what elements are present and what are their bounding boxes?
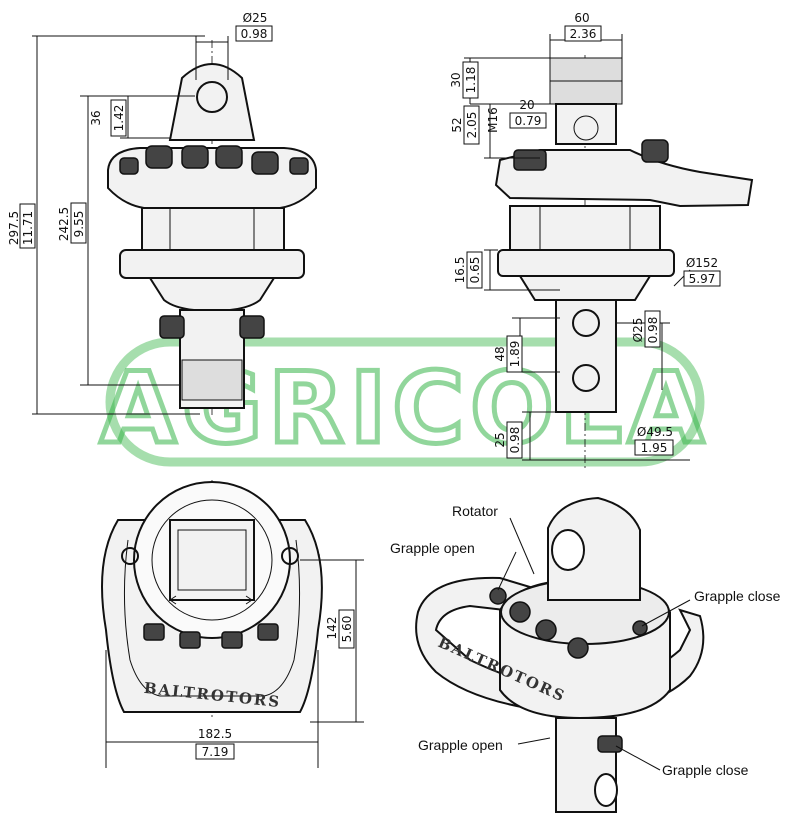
side-view bbox=[464, 34, 754, 470]
dim-side-30-mm: 30 bbox=[449, 72, 463, 87]
dim-side-flange-mm: Ø152 bbox=[686, 256, 718, 270]
dim-front-eye-in: 1.42 bbox=[112, 105, 126, 132]
hose-fittings bbox=[119, 145, 309, 175]
label-grapple-close-right: Grapple close bbox=[694, 588, 781, 604]
dim-side-16-5-in: 0.65 bbox=[468, 257, 482, 284]
dim-side-flange-in: 5.97 bbox=[689, 272, 716, 286]
front-view bbox=[32, 35, 317, 415]
label-rotator: Rotator bbox=[452, 503, 498, 519]
dim-front-pin-mm: Ø25 bbox=[243, 11, 268, 25]
dim-top-width-in: 7.19 bbox=[202, 745, 229, 759]
dim-side-60-in: 2.36 bbox=[570, 27, 597, 41]
dim-side-25-in: 0.98 bbox=[508, 427, 522, 454]
dim-top-depth-in: 5.60 bbox=[340, 616, 354, 643]
iso-view bbox=[415, 496, 705, 813]
label-grapple-close-bottom: Grapple close bbox=[662, 762, 749, 778]
dim-side-60-mm: 60 bbox=[574, 11, 589, 25]
dim-side-48-mm: 48 bbox=[493, 346, 507, 361]
dim-front-body-mm: 242.5 bbox=[57, 207, 71, 241]
dim-side-48-in: 1.89 bbox=[508, 341, 522, 368]
dim-top-width-mm: 182.5 bbox=[198, 727, 232, 741]
label-grapple-open-bottom: Grapple open bbox=[418, 737, 503, 753]
dim-side-20-in: 0.79 bbox=[515, 114, 542, 128]
dim-side-shaft-mm: Ø49.5 bbox=[637, 425, 673, 439]
dim-front-total-in: 11.71 bbox=[21, 211, 35, 245]
dim-side-52-in: 2.05 bbox=[465, 112, 479, 139]
dim-side-25-mm: 25 bbox=[493, 432, 507, 447]
dim-side-16-5-mm: 16.5 bbox=[453, 257, 467, 284]
label-grapple-open-top: Grapple open bbox=[390, 540, 475, 556]
top-view bbox=[101, 480, 364, 768]
dim-front-pin-in: 0.98 bbox=[241, 27, 268, 41]
dim-side-hole-mm: Ø25 bbox=[631, 318, 645, 343]
dim-side-hole-in: 0.98 bbox=[646, 317, 660, 344]
dim-side-20-mm: 20 bbox=[519, 98, 534, 112]
dim-front-eye-mm: 36 bbox=[89, 110, 103, 125]
dim-top-depth-mm: 142 bbox=[325, 617, 339, 640]
dim-side-52-mm: 52 bbox=[450, 117, 464, 132]
thread-label: M16 bbox=[486, 107, 500, 133]
dim-side-30-in: 1.18 bbox=[464, 67, 478, 94]
dim-front-total-mm: 297.5 bbox=[7, 211, 21, 245]
dim-side-shaft-in: 1.95 bbox=[641, 441, 668, 455]
dim-front-body-in: 9.55 bbox=[72, 211, 86, 238]
